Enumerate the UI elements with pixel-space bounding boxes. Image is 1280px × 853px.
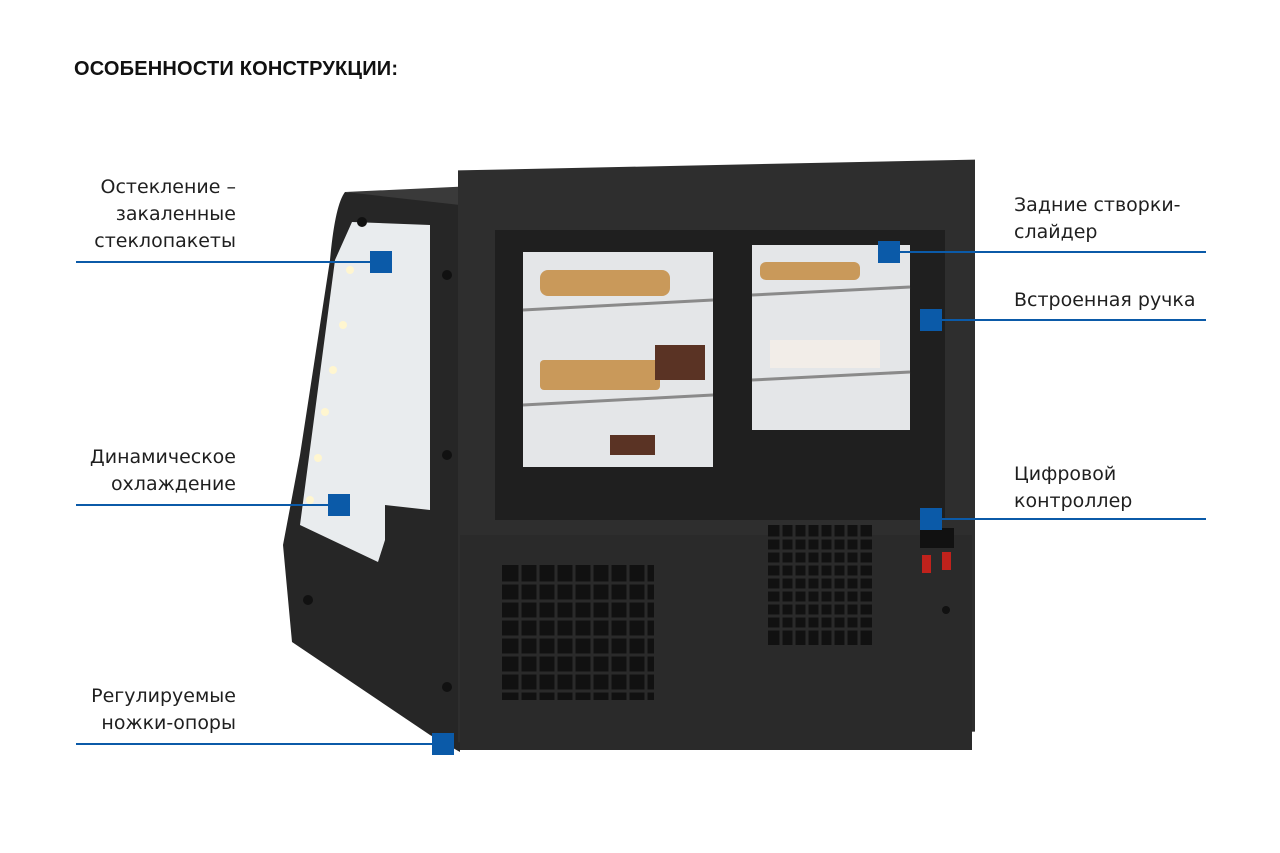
label-line: Задние створки- <box>1014 194 1181 216</box>
feature-label-glazing: Остекление – закаленные стеклопакеты <box>94 174 236 255</box>
callout-line-controller <box>940 518 1206 520</box>
label-line: Динамическое <box>89 446 236 468</box>
power-switch <box>922 555 931 573</box>
page-title: ОСОБЕННОСТИ КОНСТРУКЦИИ: <box>74 58 399 80</box>
label-line: Встроенная ручка <box>1014 289 1196 311</box>
callout-line-feet <box>76 743 438 745</box>
light-switch <box>942 552 951 570</box>
feature-label-feet: Регулируемые ножки-опоры <box>91 683 236 737</box>
label-line: закаленные <box>115 203 236 225</box>
feature-label-cooling: Динамическое охлаждение <box>90 444 236 498</box>
feature-label-sliding-doors: Задние створки- слайдер <box>1014 192 1181 246</box>
label-line: охлаждение <box>110 473 236 495</box>
feature-label-handle: Встроенная ручка <box>1014 287 1196 314</box>
callout-marker-cooling <box>328 494 350 516</box>
callout-line-sliding-doors <box>898 251 1206 253</box>
label-line: Регулируемые <box>91 685 236 707</box>
feature-label-controller: Цифровой контроллер <box>1014 461 1132 515</box>
callout-marker-controller <box>920 508 942 530</box>
label-line: стеклопакеты <box>94 230 236 252</box>
callout-line-glazing <box>76 261 376 263</box>
callout-line-cooling <box>76 504 336 506</box>
label-line: контроллер <box>1014 490 1133 512</box>
callout-marker-sliding-doors <box>878 241 900 263</box>
callout-marker-feet <box>432 733 454 755</box>
callout-marker-glazing <box>370 251 392 273</box>
label-line: слайдер <box>1014 221 1098 243</box>
label-line: Цифровой <box>1014 463 1117 485</box>
callout-line-handle <box>940 319 1206 321</box>
label-line: ножки-опоры <box>101 712 236 734</box>
digital-controller-display <box>920 528 954 548</box>
label-line: Остекление – <box>100 176 236 198</box>
side-glass <box>300 222 430 562</box>
vent-grille-left <box>502 565 654 700</box>
callout-marker-handle <box>920 309 942 331</box>
